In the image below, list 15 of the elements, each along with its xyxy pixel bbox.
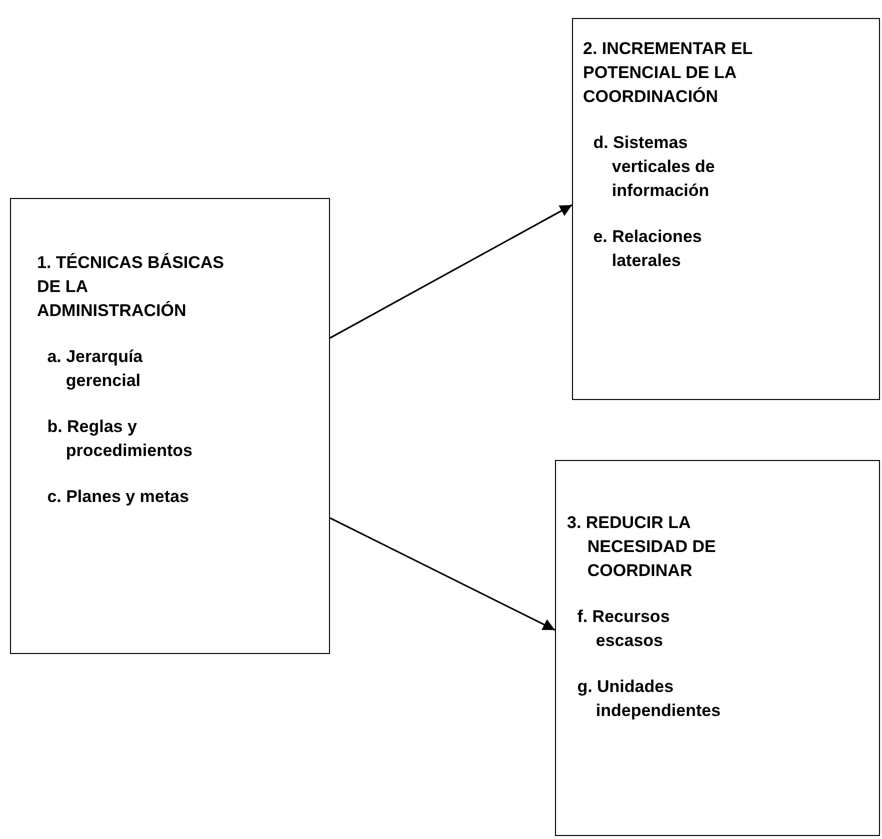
list-item: g. Unidades independientes — [577, 676, 722, 722]
text-box — [10, 198, 330, 654]
list-item: b. Reglas y procedimientos — [47, 416, 194, 462]
heading: 2. INCREMENTAR EL POTENCIAL DE LA COORDINACIÓN — [583, 38, 754, 108]
list-item: f. Recursos escasos — [577, 606, 671, 652]
heading: 3. REDUCIR LA NECESIDAD DE COORDINAR — [567, 512, 717, 582]
arrow — [330, 204, 572, 339]
heading: 1. TÉCNICAS BÁSICAS DE LA ADMINISTRACIÓN — [37, 252, 226, 322]
text-box — [572, 18, 880, 400]
list-item: c. Planes y metas — [47, 486, 190, 508]
list-item: d. Sistemas verticales de información — [593, 132, 716, 202]
text-box — [555, 460, 880, 836]
list-item: a. Jerarquía gerencial — [47, 346, 144, 392]
list-item: e. Relaciones laterales — [593, 226, 703, 272]
arrow — [330, 517, 556, 631]
